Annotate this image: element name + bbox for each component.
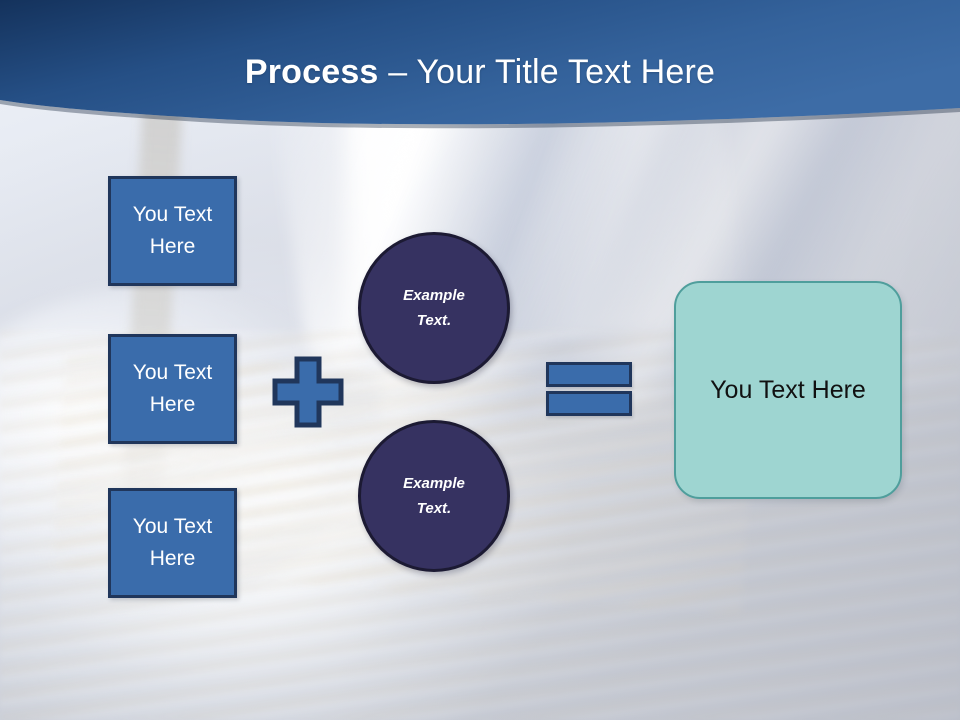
equals-icon-bar-bottom <box>546 391 632 416</box>
result-box-label: You Text Here <box>710 376 866 404</box>
input-box-1[interactable]: You Text Here <box>108 176 237 286</box>
circle-1-line1: Example <box>403 287 465 304</box>
page-title: Process – Your Title Text Here <box>0 51 960 93</box>
circle-2-line1: Example <box>403 475 465 492</box>
equals-icon-bar-top <box>546 362 632 387</box>
input-box-3[interactable]: You Text Here <box>108 488 237 598</box>
input-box-3-label: You Text Here <box>132 515 213 570</box>
header-banner: Process – Your Title Text Here <box>0 0 960 140</box>
input-box-2-label: You Text Here <box>132 361 213 416</box>
plus-icon-shape <box>272 356 344 428</box>
input-box-1-label: You Text Here <box>132 203 213 258</box>
result-box[interactable]: You Text Here <box>674 281 902 499</box>
circle-1-line2: Text. <box>416 312 452 329</box>
equals-icon <box>546 360 636 416</box>
plus-icon <box>272 356 344 428</box>
page-title-rest: – Your Title Text Here <box>378 53 716 91</box>
page-title-strong: Process <box>244 53 379 91</box>
circle-2-line2: Text. <box>416 500 452 517</box>
header-banner-shape <box>0 0 960 129</box>
input-box-2[interactable]: You Text Here <box>108 334 237 444</box>
